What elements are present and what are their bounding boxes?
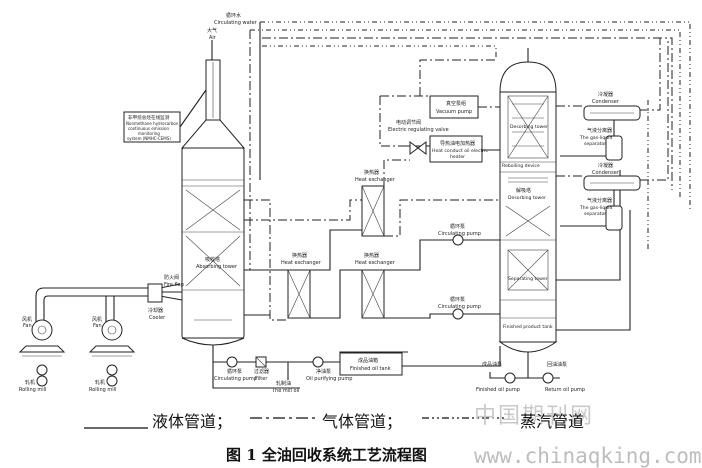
absorbing-tower: [180, 40, 246, 360]
circ-pump1-label-en: Circulating pump: [214, 376, 257, 382]
separator2-label-en1: The gas-liquid: [579, 205, 612, 211]
legend-liquid-text: 液体管道；: [152, 412, 233, 431]
watermark-en: www.chinaqking.com: [474, 444, 702, 468]
reg-valve-label-en: Electric regulating valve: [388, 127, 449, 133]
monitor-label-en3: monitoring: [138, 131, 160, 136]
circ-pump2-label-cn: 循环泵: [450, 223, 465, 230]
hx1-label-cn: 换热器: [292, 252, 307, 259]
heater-label-cn: 导热油电加热器: [440, 140, 475, 147]
reboiling-device-label: Reboiling device: [502, 163, 540, 169]
return-pump-label-cn: 回油油泵: [547, 361, 567, 368]
hx1-label-en: Heat exchanger: [281, 260, 322, 266]
condenser2-label-en: Condenser: [592, 170, 620, 176]
rolling1-label-en: Rolling mill: [19, 387, 46, 393]
finished-pump-label-en: Finished oil pump: [476, 387, 520, 393]
separating-tower-label: Separating tower: [508, 276, 548, 282]
bottom-piping: [212, 346, 501, 389]
air-label-en: Air: [209, 35, 217, 41]
vacuum-pump-label-cn: 真空泵组: [446, 100, 466, 107]
desorbing-tower-top-label: Desorbing tower: [510, 124, 548, 130]
hx2-label-en: Heat exchanger: [355, 177, 396, 183]
heater-label-en2: heater: [450, 154, 465, 160]
rolling1-label-cn: 轧机: [25, 379, 35, 386]
monitor-label-en1: Nonmethane hydrocarbon: [126, 121, 179, 126]
figure-caption: 图 1 全油回收系统工艺流程图: [226, 446, 427, 464]
monitor-label-cn: 非甲烷总烃在线监测: [128, 114, 170, 121]
fire-flap-label-en: Fire flap: [164, 282, 184, 288]
duct-and-fans: [18, 283, 183, 387]
absorbing-tower-label-cn: 吸收塔: [205, 256, 220, 263]
legend-lines: [84, 417, 504, 429]
desorbing-tower: [498, 48, 558, 372]
vacuum-and-heater: [379, 59, 500, 163]
desorbing-mid-label-en: Desorbing tower: [508, 195, 546, 201]
absorbing-tower-label-en: Absorbing tower: [196, 264, 238, 270]
monitor-label-en4: system (NMHC-CEMS): [127, 136, 171, 141]
finished-pump-label-cn: 成品油泵: [482, 361, 502, 368]
watermark-cn: 中国期刊网: [474, 404, 595, 429]
heat-exchangers: [244, 159, 500, 321]
fan2-label-cn: 风机: [92, 316, 102, 323]
fan1-label-en: Fan: [23, 323, 32, 329]
filter-label-en: Filter: [255, 376, 268, 382]
hx2-label-cn: 换热器: [364, 169, 379, 176]
monitor-label-en2: continuous emission: [128, 126, 169, 131]
separator1-label-en1: The gas-liquid: [579, 135, 612, 141]
finished-tank-label-cn: 成品油箱: [358, 357, 378, 364]
thin-mill-oil-label-cn: 轧制油: [276, 380, 291, 387]
separator2-label-en2: separator: [584, 211, 606, 217]
rolling2-label-en: Rolling mill: [89, 387, 116, 393]
condenser1-label-cn: 冷凝器: [598, 91, 613, 98]
condenser2-label-cn: 冷凝器: [598, 162, 613, 169]
separator2-label-cn: 气液分离器: [587, 197, 612, 204]
separator1-label-cn: 气液分离器: [587, 127, 612, 134]
cooler-label-cn: 冷却器: [148, 307, 163, 314]
circ-pump1-label-cn: 循环泵: [227, 368, 242, 375]
air-label-cn: 大气: [207, 27, 217, 34]
nmhc-monitor: [123, 89, 207, 143]
condenser1-label-en: Condenser: [592, 99, 620, 105]
hx3-label-cn: 换热器: [364, 252, 379, 259]
legend-gas-text: 气体管道；: [322, 412, 403, 431]
hx3-label-en: Heat exchanger: [355, 260, 396, 266]
rolling2-label-cn: 轧机: [95, 379, 105, 386]
legend-steam-text: 蒸汽管道: [520, 412, 585, 431]
fire-flap-label-cn: 防火阀: [164, 274, 179, 281]
heater-label-en1: Heat conduct oil electric: [432, 148, 488, 154]
circ-pump2-label-en: Circulating pump: [438, 231, 481, 237]
circ-pump3-label-cn: 循环泵: [450, 296, 465, 303]
thin-mill-oil-label-en: The mill oil: [271, 388, 299, 394]
circulating-water-label-cn: 循环水: [226, 12, 241, 19]
fan1-label-cn: 风机: [22, 316, 32, 323]
finished-tower-label: Finished product tank: [503, 324, 553, 330]
oil-purifying-pump-label-cn: 净油泵: [316, 368, 331, 375]
finished-tank-label-en: Finished oil tank: [350, 366, 391, 372]
reg-valve-label-cn: 电动调节阀: [396, 119, 421, 126]
circulating-water-label-en: Circulating water: [214, 20, 258, 26]
oil-purifying-pump-label-en: Oil purifying pump: [306, 376, 352, 382]
fan2-label-en: Fan: [93, 323, 102, 329]
filter-label-cn: 过滤器: [254, 368, 269, 375]
cooler-label-en: Cooler: [149, 315, 166, 321]
vacuum-pump-label-en: Vacuum pump: [436, 109, 472, 115]
return-pump-label-en: Return oil pump: [545, 387, 585, 393]
circulating-water-piping: [249, 21, 691, 270]
circ-pump3-label-en: Circulating pump: [438, 304, 481, 310]
desorbing-mid-label-cn: 解吸塔: [516, 187, 531, 194]
separator1-label-en2: separator: [584, 141, 606, 147]
condensers: [556, 38, 669, 250]
